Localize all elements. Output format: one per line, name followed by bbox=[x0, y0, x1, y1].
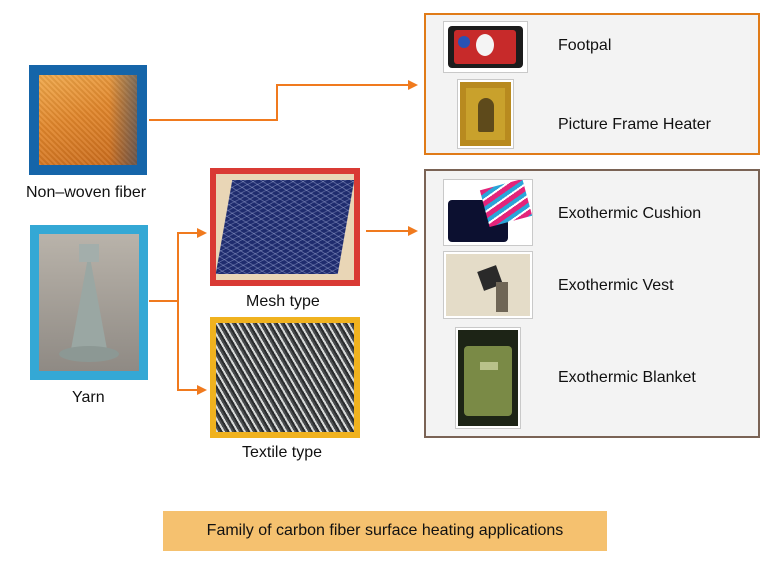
picture-frame-heater-thumbnail bbox=[457, 79, 514, 149]
textile-type-label: Textile type bbox=[242, 444, 322, 462]
mesh-type-label: Mesh type bbox=[246, 293, 320, 311]
exothermic-cushion-label: Exothermic Cushion bbox=[558, 205, 701, 223]
yarn-image bbox=[30, 225, 148, 380]
exothermic-vest-thumbnail bbox=[443, 251, 533, 319]
exothermic-vest-label: Exothermic Vest bbox=[558, 277, 674, 295]
nonwoven-fiber-label: Non–woven fiber bbox=[26, 184, 146, 202]
exothermic-blanket-label: Exothermic Blanket bbox=[558, 369, 696, 387]
picture-frame-heater-label: Picture Frame Heater bbox=[558, 116, 711, 134]
arrow-nonwoven-to-top-panel bbox=[149, 85, 416, 120]
yarn-label: Yarn bbox=[72, 389, 105, 407]
top-application-panel: Footpal Picture Frame Heater bbox=[424, 13, 760, 155]
textile-type-image bbox=[210, 317, 360, 438]
bottom-application-panel: Exothermic Cushion Exothermic Vest Exoth… bbox=[424, 169, 760, 438]
arrow-yarn-to-mesh bbox=[178, 233, 205, 301]
mesh-type-image bbox=[210, 168, 360, 286]
figure-caption: Family of carbon fiber surface heating a… bbox=[163, 511, 607, 551]
footpal-thumbnail bbox=[443, 21, 528, 73]
exothermic-cushion-thumbnail bbox=[443, 179, 533, 246]
footpal-label: Footpal bbox=[558, 37, 611, 55]
exothermic-blanket-thumbnail bbox=[455, 327, 521, 429]
arrow-yarn-to-textile bbox=[178, 301, 205, 390]
nonwoven-fiber-image bbox=[29, 65, 147, 175]
yarn-cone bbox=[69, 252, 109, 360]
